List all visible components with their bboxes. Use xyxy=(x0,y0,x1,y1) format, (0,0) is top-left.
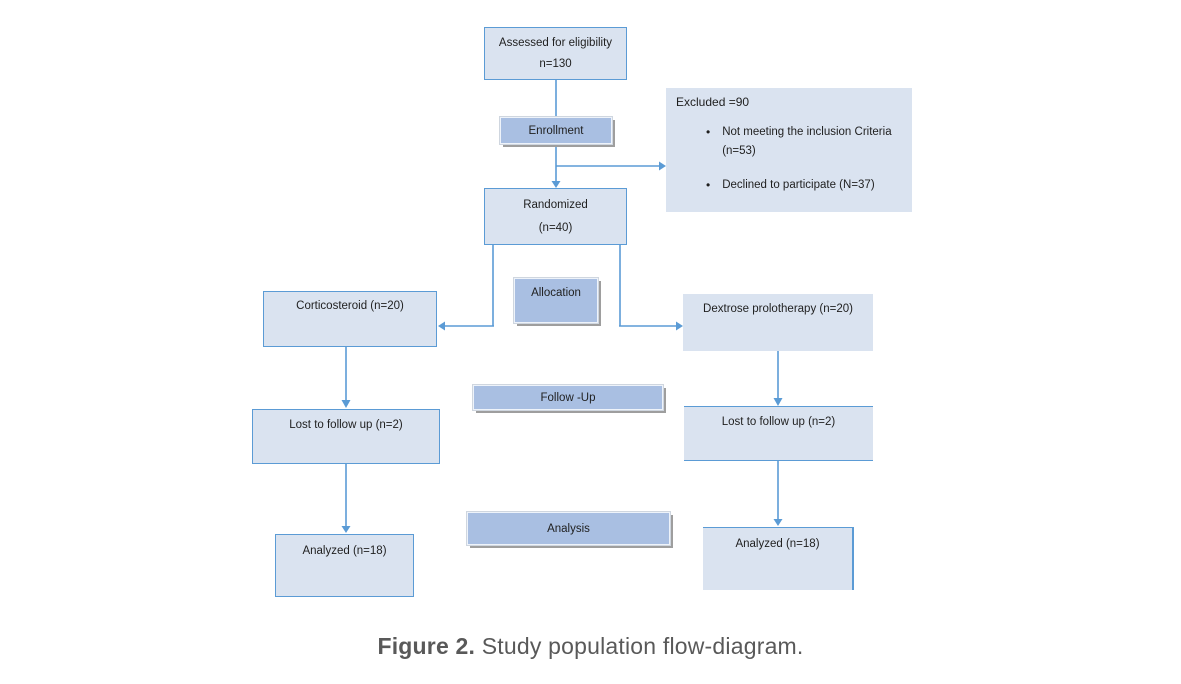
excluded-bullet-item: • Not meeting the inclusion Criteria (n=… xyxy=(706,123,912,161)
excluded-reason-1: Not meeting the inclusion Criteria (n=53… xyxy=(722,126,892,157)
box-lost-to-follow-up-left: Lost to follow up (n=2) xyxy=(252,409,440,464)
arrowhead-corticosteroid xyxy=(438,321,445,331)
excluded-bullet-item: • Declined to participate (N=37) xyxy=(706,176,912,195)
arrowhead-randomized xyxy=(551,181,561,188)
excluded-title: Excluded =90 xyxy=(676,95,750,109)
analyzed-right-label: Analyzed (n=18) xyxy=(735,538,820,550)
corticosteroid-label: Corticosteroid (n=20) xyxy=(296,300,404,312)
follow-up-label: Follow -Up xyxy=(540,391,596,404)
analysis-label: Analysis xyxy=(547,522,590,535)
stage-label-analysis: Analysis xyxy=(467,512,670,545)
box-dextrose-arm: Dextrose prolotherapy (n=20) xyxy=(683,294,873,351)
dextrose-label: Dextrose prolotherapy (n=20) xyxy=(703,303,853,315)
stage-label-follow-up: Follow -Up xyxy=(473,385,663,410)
caption-figure-number: Figure 2. xyxy=(377,633,476,659)
lost-left-label: Lost to follow up (n=2) xyxy=(289,419,403,431)
enrollment-label: Enrollment xyxy=(528,124,584,137)
arrowhead-analyzed-right xyxy=(773,519,783,526)
box-assessed-for-eligibility: Assessed for eligibility n=130 xyxy=(484,27,627,80)
figure-caption: Figure 2. Study population flow-diagram. xyxy=(0,633,1181,660)
arrowhead-lost-right xyxy=(773,398,783,406)
randomized-count: (n=40) xyxy=(538,221,573,234)
randomized-line1: Randomized xyxy=(523,199,588,212)
box-analyzed-left: Analyzed (n=18) xyxy=(275,534,414,597)
assessed-line1: Assessed for eligibility xyxy=(498,37,613,49)
caption-text: Study population flow-diagram. xyxy=(475,633,804,659)
bullet-icon: • xyxy=(706,178,711,192)
box-excluded: Excluded =90 • Not meeting the inclusion… xyxy=(666,88,912,212)
bullet-icon: • xyxy=(706,125,711,139)
arrowhead-excluded xyxy=(659,161,666,171)
stage-label-allocation: Allocation xyxy=(514,278,598,323)
arrowhead-lost-left xyxy=(341,400,351,408)
box-randomized: Randomized (n=40) xyxy=(484,188,627,245)
allocation-label: Allocation xyxy=(531,287,581,299)
box-corticosteroid-arm: Corticosteroid (n=20) xyxy=(263,291,437,347)
analyzed-left-label: Analyzed (n=18) xyxy=(302,545,387,557)
excluded-bullet-list: • Not meeting the inclusion Criteria (n=… xyxy=(706,123,912,195)
assessed-count: n=130 xyxy=(539,58,572,70)
stage-label-enrollment: Enrollment xyxy=(500,117,612,144)
arrowhead-analyzed-left xyxy=(341,526,351,533)
box-lost-to-follow-up-right: Lost to follow up (n=2) xyxy=(684,406,873,461)
arrowhead-dextrose xyxy=(676,321,683,331)
excluded-reason-2: Declined to participate (N=37) xyxy=(722,179,875,191)
box-analyzed-right: Analyzed (n=18) xyxy=(703,527,854,590)
lost-right-label: Lost to follow up (n=2) xyxy=(721,416,836,428)
